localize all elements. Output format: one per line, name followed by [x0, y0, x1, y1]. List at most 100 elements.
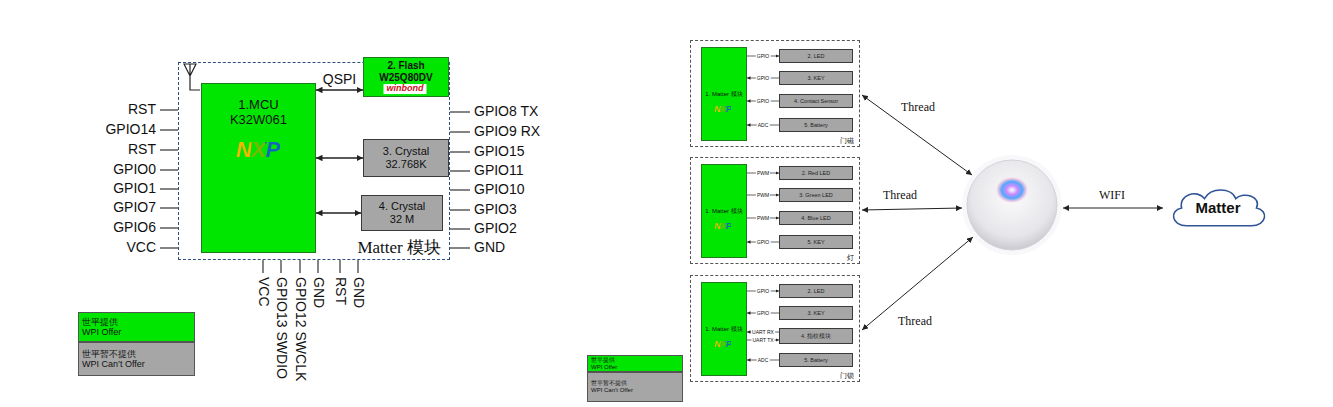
pin-wire	[160, 149, 178, 150]
legend-swatch: 世平提供 WPI Offer	[587, 355, 683, 372]
antenna	[184, 64, 200, 90]
pin-wire	[160, 188, 178, 189]
speaker-halo	[962, 155, 1062, 255]
pin-name: VCC	[255, 277, 270, 307]
node-text: 5. Battery	[804, 122, 828, 128]
pin-wire	[160, 109, 178, 110]
logo-text: winbond	[384, 84, 427, 94]
legend-swatch: 世平暂不提供 WPI Can’t Offer	[587, 372, 683, 402]
pin-wire	[450, 151, 470, 152]
node-text: Matter 模块	[357, 238, 441, 258]
link-label: Thread	[898, 315, 932, 328]
matter-module-box: 1. Matter 模块	[701, 282, 747, 376]
pin-wire	[299, 260, 300, 273]
node-text: 3. Green LED	[799, 192, 833, 198]
logo-text: NXP	[236, 138, 280, 162]
node-text: 1.MCU K32W061	[223, 98, 295, 128]
node-text: 灯	[847, 254, 854, 262]
pin-wire	[357, 260, 358, 273]
pin-wire	[450, 131, 470, 132]
signal-label: GPIO	[756, 240, 771, 245]
signal-label: PWM	[756, 216, 770, 221]
legend-text: 世平提供 WPI Offer	[82, 317, 124, 338]
legend-swatch: 世平提供 WPI Offer	[78, 312, 195, 342]
node-text: Matter	[1195, 199, 1240, 216]
pin-wire	[160, 129, 178, 130]
signal-connector	[316, 212, 361, 213]
pin-wire	[317, 260, 318, 273]
signal-label: QSPI	[323, 72, 356, 86]
signal-label: ADC	[757, 358, 770, 363]
thread-link	[862, 208, 962, 210]
node-text: 门磁	[840, 137, 854, 145]
pin-name: GPIO9 RX	[474, 124, 540, 139]
pin-name: GND	[474, 240, 505, 255]
node-text: 1. Matter 模块	[705, 326, 742, 333]
logo-text: NXP	[714, 340, 731, 350]
wireless-links	[862, 95, 1163, 330]
signal-label: GPIO	[756, 99, 771, 104]
peripheral-box: 4. Contact Sensor	[779, 94, 853, 108]
peripheral-box: 2. LED	[779, 49, 853, 63]
signal-label: PWM	[756, 193, 770, 198]
node-text: 4. Contact Sensor	[794, 98, 838, 104]
thread-link	[862, 237, 973, 330]
wifi-link	[1063, 208, 1163, 209]
pin-name: RST	[128, 102, 156, 117]
pin-name: GPIO0	[113, 162, 156, 177]
pin-name: GPIO8 TX	[474, 104, 538, 119]
pin-name: GPIO14	[105, 122, 156, 137]
node-text: 3. Crystal 32.768K	[376, 145, 436, 170]
pin-name: GPIO1	[113, 181, 156, 196]
crystal-box: 3. Crystal 32.768K	[363, 139, 449, 177]
matter-module-box: 1. Matter 模块	[701, 47, 747, 141]
pin-name: GPIO15	[474, 144, 525, 159]
signal-label: GPIO	[756, 289, 771, 294]
node-text: 4. 指纹模块	[801, 333, 831, 339]
peripheral-box: 4. Blue LED	[779, 211, 853, 225]
node-text: 5. Battery	[804, 357, 828, 363]
signal-label: UART TX	[751, 338, 774, 343]
mcu-box: 1.MCU K32W061	[201, 83, 316, 253]
node-text: 2. LED	[808, 53, 825, 59]
pin-name: GPIO13 SWDIO	[273, 277, 288, 379]
homepod-speaker	[962, 155, 1062, 255]
pin-wire	[450, 228, 470, 229]
node-text: 门锁	[840, 372, 854, 380]
node-text: 1. Matter 模块	[705, 91, 742, 98]
pin-wire	[450, 170, 470, 171]
device-group: 1. Matter 模块2. Red LED3. Green LED4. Blu…	[690, 157, 860, 264]
pin-wire	[160, 227, 178, 228]
pin-name: GPIO12 SWCLK	[292, 277, 307, 381]
signal-label: GPIO	[756, 76, 771, 81]
peripheral-box: 3. KEY	[779, 71, 853, 85]
pin-name: GND	[350, 277, 365, 308]
peripheral-box: 5. Battery	[779, 118, 853, 132]
pin-wire	[160, 207, 178, 208]
link-label: Thread	[901, 101, 935, 114]
legend-text: 世平暂不提供 WPI Can’t Offer	[82, 349, 154, 370]
logo-text: NXP	[714, 222, 731, 232]
peripheral-box: 5. KEY	[779, 235, 853, 249]
pin-name: GPIO2	[474, 221, 517, 236]
signal-label: UART RX	[751, 330, 775, 335]
signal-label: PWM	[756, 171, 770, 176]
pin-wire	[450, 247, 470, 248]
node-text: 3. KEY	[807, 310, 824, 316]
device-group: 1. Matter 模块 2. LED 3. KEY 4. 指纹模块 5. Batter…	[690, 275, 860, 382]
antenna-symbol	[184, 64, 200, 90]
pin-wire	[450, 209, 470, 210]
pin-wire	[450, 189, 470, 190]
legend-swatch: 世平暂不提供 WPI Can’t Offer	[78, 342, 195, 376]
device-group: 1. Matter 模块 2. LED 3. KEY 4. Contact Senso…	[690, 40, 860, 147]
legend-text: 世平暂不提供 WPI Can’t Offer	[591, 380, 639, 394]
signal-label: ADC	[757, 123, 770, 128]
pin-name: GPIO3	[474, 202, 517, 217]
matter-module-box: 1. Matter 模块	[701, 164, 747, 258]
node-text: 2. Flash W25Q80DV	[376, 60, 436, 83]
pin-wire	[262, 260, 263, 273]
cloud-node: Matter	[1166, 186, 1270, 230]
peripheral-box: 2. LED	[779, 284, 853, 298]
